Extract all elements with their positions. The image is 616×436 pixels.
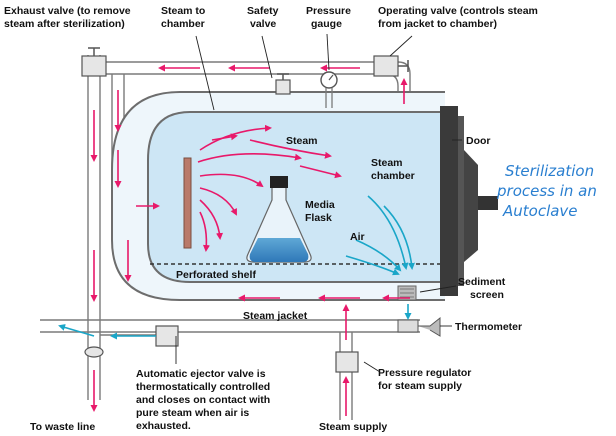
thermometer-fitting: [397, 316, 441, 337]
label-media-flask-2: Flask: [305, 212, 332, 224]
label-air: Air: [350, 231, 365, 243]
exhaust-valve: [81, 47, 107, 77]
label-safety-valve-1: Safety: [247, 5, 279, 17]
label-steam-to-chamber-2: chamber: [161, 18, 205, 30]
annotation-line-2: process in an: [496, 182, 597, 200]
door: [440, 106, 498, 296]
safety-valve: [275, 73, 291, 95]
label-door: Door: [466, 135, 491, 147]
label-operating-valve-1: Operating valve (controls steam: [378, 5, 538, 17]
label-sediment-screen-1: Sediment: [458, 276, 506, 288]
label-pressure-gauge-2: gauge: [311, 18, 342, 30]
waste-trap: [84, 346, 104, 358]
label-safety-valve-2: valve: [250, 18, 276, 30]
label-to-waste-line: To waste line: [30, 421, 95, 433]
label-steam: Steam: [286, 135, 318, 147]
label-thermometer: Thermometer: [455, 321, 522, 333]
label-steam-supply: Steam supply: [319, 421, 387, 433]
label-ejector-5: exhausted.: [136, 420, 191, 432]
label-ejector-3: and closes on contact with: [136, 394, 270, 406]
label-ejector-4: pure steam when air is: [136, 407, 249, 419]
label-steam-chamber-1: Steam: [371, 157, 403, 169]
media-flask: [246, 176, 312, 263]
label-ejector-2: thermostatically controlled: [136, 381, 270, 393]
label-pressure-gauge-1: Pressure: [306, 5, 351, 17]
label-ejector-1: Automatic ejector valve is: [136, 368, 266, 380]
rack-rod: [183, 157, 192, 249]
label-sediment-screen-2: screen: [470, 289, 504, 301]
annotation-line-1: Sterilization: [505, 162, 594, 180]
label-pressure-regulator-2: for steam supply: [378, 380, 462, 392]
pressure-regulator-valve: [335, 351, 359, 373]
pressure-gauge-dial: [320, 71, 338, 108]
label-perforated-shelf: Perforated shelf: [176, 269, 256, 281]
air-arrows: [58, 195, 415, 340]
automatic-ejector-valve: [155, 325, 179, 347]
annotation-line-3: Autoclave: [502, 202, 578, 220]
label-media-flask-1: Media: [305, 199, 335, 211]
label-operating-valve-2: from jacket to chamber): [378, 18, 497, 30]
label-exhaust-valve-2: steam after sterilization): [4, 18, 125, 30]
sediment-screen: [397, 285, 417, 301]
label-exhaust-valve-1: Exhaust valve (to remove: [4, 5, 131, 17]
label-steam-jacket: Steam jacket: [243, 310, 308, 322]
label-pressure-regulator-1: Pressure regulator: [378, 367, 471, 379]
label-steam-to-chamber-1: Steam to: [161, 5, 205, 17]
label-steam-chamber-2: chamber: [371, 170, 415, 182]
steam-arrows: [90, 64, 410, 416]
operating-valve: [373, 55, 409, 77]
leader-lines: [175, 33, 462, 373]
